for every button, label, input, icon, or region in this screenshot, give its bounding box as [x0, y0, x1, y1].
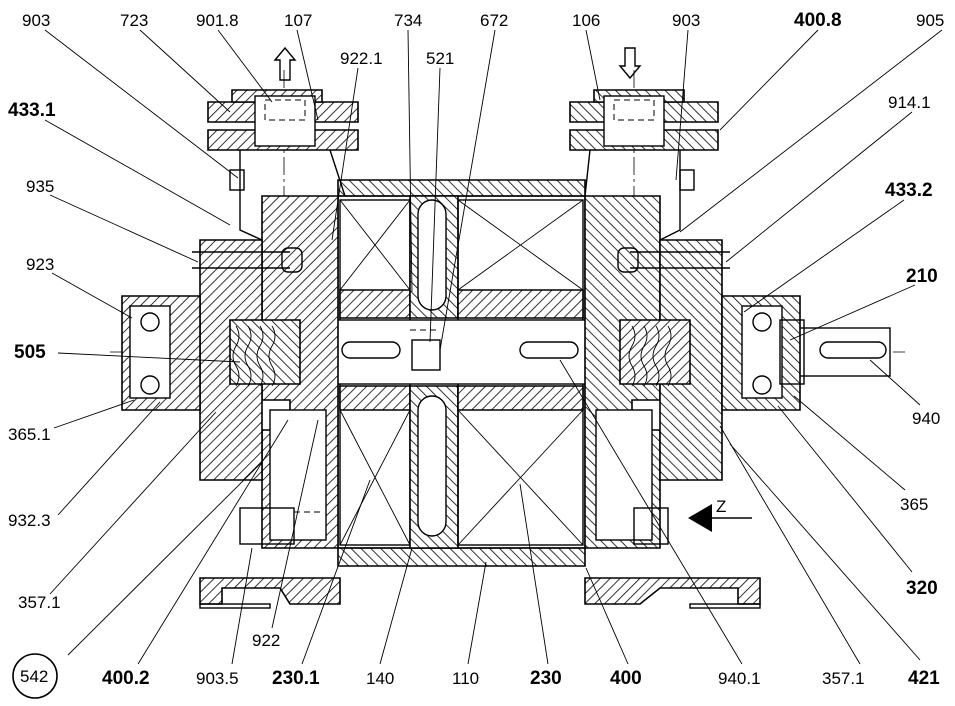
callout-932-3: 932.3 [8, 511, 51, 530]
casing-top [337, 179, 586, 197]
callout-914-1: 914.1 [888, 93, 931, 112]
callout-542-ring [12, 653, 58, 699]
casing-bottom [337, 547, 586, 567]
callout-365: 365 [900, 495, 928, 514]
callout-672: 672 [480, 11, 508, 30]
callout-210: 210 [906, 266, 938, 287]
view-arrow-z [688, 504, 712, 532]
callout-903-5: 903.5 [196, 669, 239, 688]
callout-433-1: 433.1 [8, 100, 56, 121]
callout-107: 107 [284, 11, 312, 30]
callout-357-1-left: 357.1 [18, 593, 61, 612]
callout-365-1: 365.1 [8, 425, 51, 444]
callout-542: 542 [20, 667, 48, 686]
left-nozzle [192, 46, 359, 273]
callout-421: 421 [908, 668, 940, 689]
callout-433-2: 433.2 [885, 180, 933, 201]
callout-905: 905 [916, 11, 944, 30]
left-housing [121, 195, 339, 549]
callout-400-2: 400.2 [102, 668, 150, 689]
view-label-z: Z [716, 497, 726, 516]
callout-230: 230 [530, 668, 562, 689]
callout-922-1: 922.1 [340, 49, 383, 68]
callout-521: 521 [426, 49, 454, 68]
right-nozzle [569, 47, 730, 273]
impeller-230 [457, 199, 584, 546]
callout-labels: 903 723 901.8 107 922.1 734 521 672 106 … [8, 10, 944, 699]
callout-723: 723 [120, 11, 148, 30]
callout-940-1: 940.1 [718, 669, 761, 688]
callout-901-8: 901.8 [196, 11, 239, 30]
callout-923: 923 [26, 255, 54, 274]
right-housing [584, 195, 805, 549]
callout-935: 935 [26, 177, 54, 196]
callout-400: 400 [610, 668, 642, 689]
leader-lines [44, 29, 943, 665]
callout-320: 320 [906, 578, 938, 599]
assembly-geometry [44, 29, 943, 665]
callout-734: 734 [394, 11, 422, 30]
callout-230-1: 230.1 [272, 668, 320, 689]
callout-940-right: 940 [912, 409, 940, 428]
callout-903-top-right: 903 [672, 11, 700, 30]
intermediate-plate-140 [409, 195, 459, 549]
callout-110: 110 [452, 669, 479, 688]
callout-505: 505 [14, 342, 46, 363]
callout-106: 106 [572, 11, 600, 30]
right-foot [584, 577, 761, 605]
callout-400-8: 400.8 [794, 10, 842, 31]
callout-140: 140 [366, 669, 394, 688]
callout-357-1-right: 357.1 [822, 669, 865, 688]
callout-922: 922 [252, 631, 280, 650]
callout-903-top-left: 903 [22, 11, 50, 30]
left-foot [199, 577, 341, 605]
